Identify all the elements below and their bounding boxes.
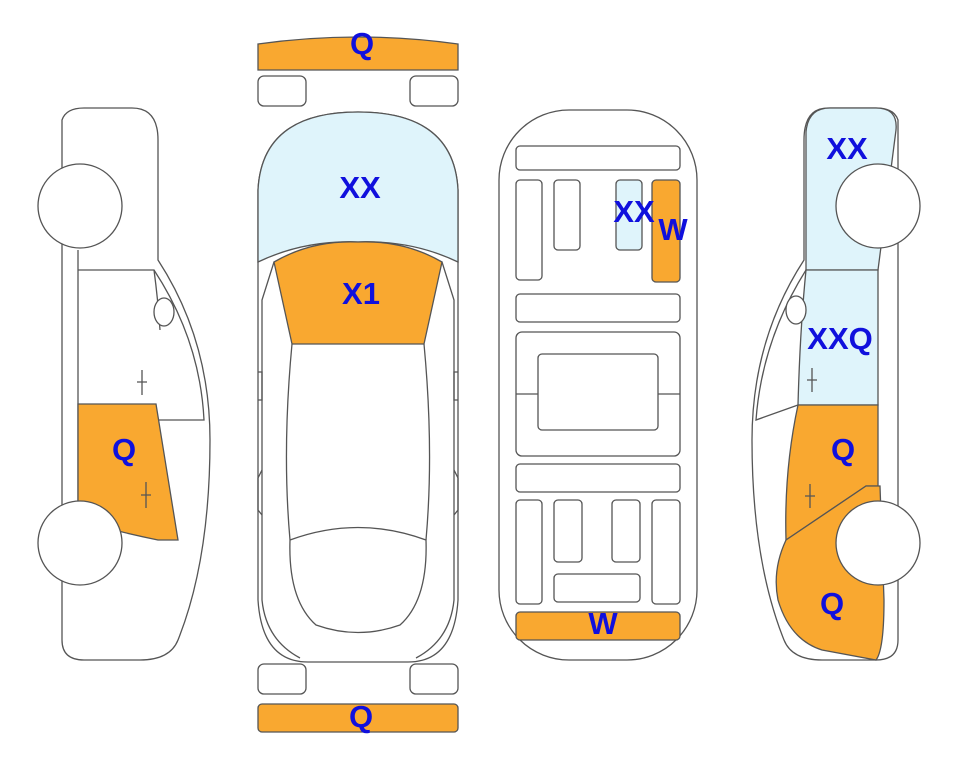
top-view — [257, 36, 459, 733]
right-door-handle-1 — [807, 368, 817, 392]
label-right-top: XX — [826, 131, 868, 166]
label-hood: X1 — [342, 276, 380, 311]
rear-bumper-panel[interactable] — [257, 703, 459, 733]
right-side-window-line — [755, 269, 807, 421]
left-side-mirror — [153, 297, 175, 327]
right-front-wheel — [835, 163, 921, 249]
floor-top-bar — [515, 145, 681, 171]
cabin-left-line — [261, 261, 301, 659]
right-headlight — [409, 75, 459, 107]
floor-slot-7 — [553, 573, 641, 603]
floor-center — [537, 353, 659, 431]
left-door-handle-2 — [141, 482, 151, 508]
left-headlight — [257, 75, 307, 107]
cabin-right-line — [415, 261, 455, 659]
label-rear-bumper: Q — [349, 699, 373, 734]
label-right-rear-door: Q — [831, 432, 855, 467]
floor-slot-6 — [651, 499, 681, 605]
floor-rear-panel[interactable] — [515, 611, 681, 641]
hood-panel[interactable] — [273, 241, 443, 345]
right-side-view — [751, 107, 921, 661]
floor-slot-1 — [515, 179, 543, 281]
cabin-right-inner — [423, 343, 431, 541]
floor-slot-2 — [553, 179, 581, 251]
floor-slot-4 — [553, 499, 583, 563]
front-bumper-panel[interactable] — [257, 36, 459, 71]
label-front-bumper: Q — [350, 26, 374, 61]
label-roof-rear: W — [588, 606, 618, 641]
right-taillight — [409, 663, 459, 695]
label-roof-strip: W — [658, 212, 688, 247]
left-front-wheel — [37, 163, 123, 249]
left-side-view — [37, 107, 211, 661]
left-door-line — [257, 469, 263, 516]
label-right-front-door: XXQ — [807, 321, 872, 356]
floor-slot-3 — [515, 499, 543, 605]
left-door-handle-1 — [137, 370, 147, 395]
floor-small-panel[interactable] — [615, 179, 643, 251]
label-right-rear-quarter: Q — [820, 586, 844, 621]
rear-window-curve — [289, 526, 427, 634]
floor-bar-3 — [515, 463, 681, 493]
right-door-line — [453, 469, 459, 516]
floor-bar-2 — [515, 293, 681, 323]
floor-strip-panel[interactable] — [651, 179, 681, 283]
label-windshield: XX — [339, 170, 381, 205]
label-roof-small-panel: XX — [613, 194, 655, 229]
right-mirror — [453, 371, 458, 401]
right-rear-wheel — [835, 500, 921, 586]
floor-view — [498, 109, 698, 661]
left-taillight — [257, 663, 307, 695]
left-mirror — [258, 371, 263, 401]
label-left-rear-door: Q — [112, 432, 136, 467]
right-door-handle-2 — [805, 484, 815, 508]
right-side-mirror — [785, 295, 807, 325]
floor-slot-5 — [611, 499, 641, 563]
cabin-left-inner — [285, 343, 293, 541]
left-side-window-line — [78, 269, 205, 421]
left-rear-wheel — [37, 500, 123, 586]
